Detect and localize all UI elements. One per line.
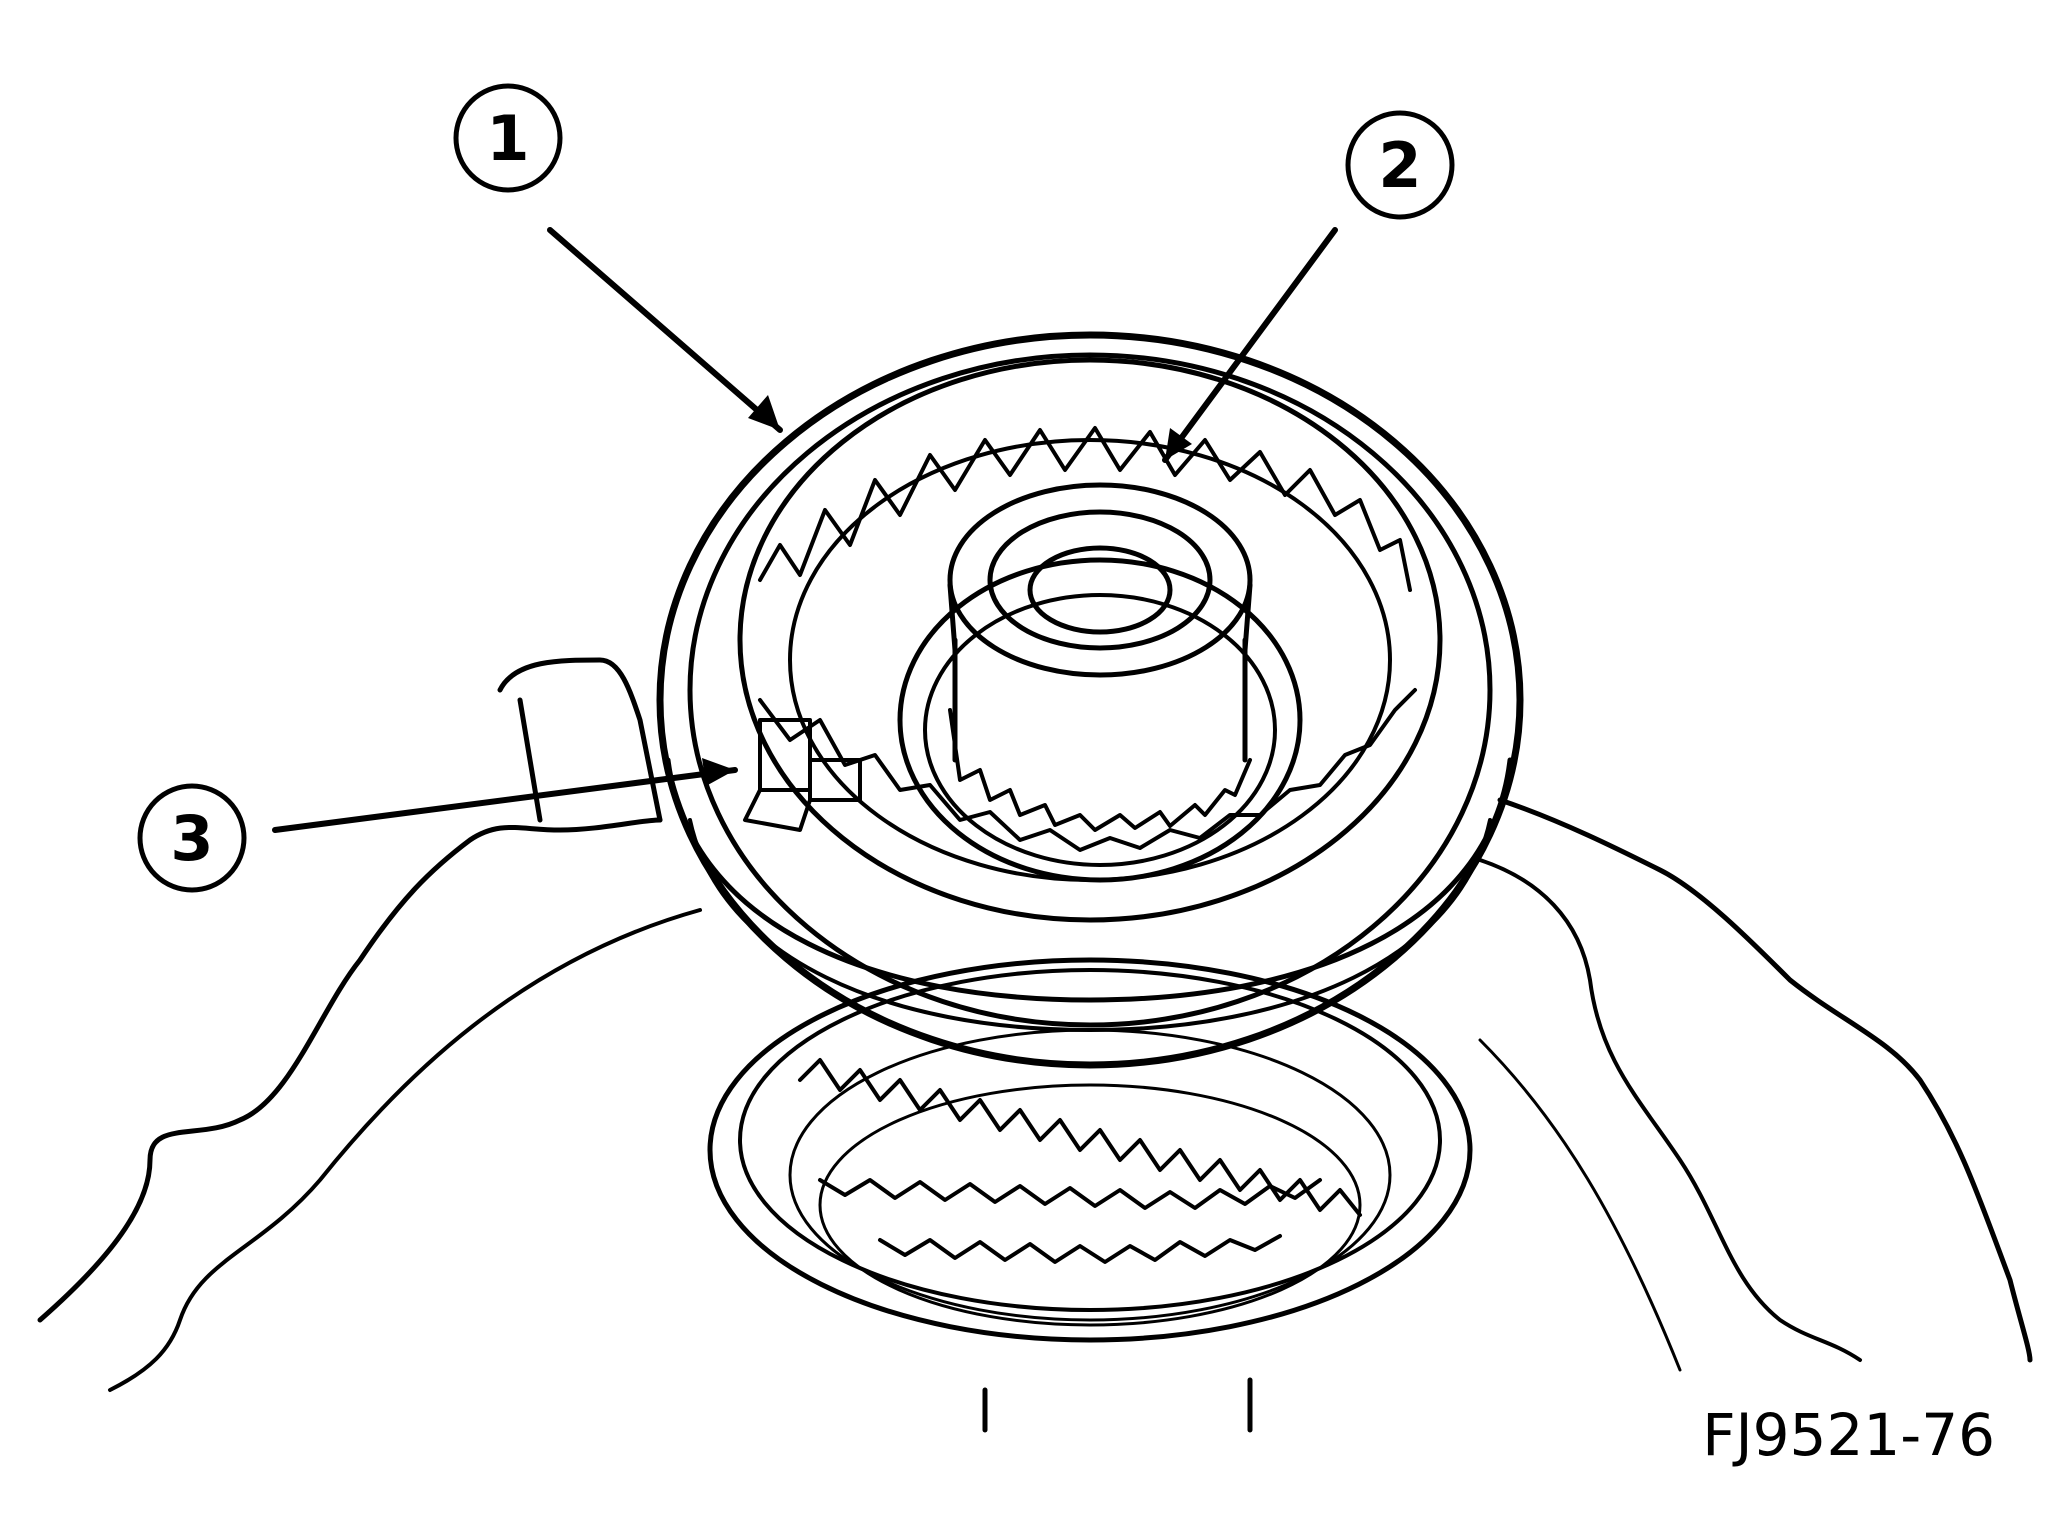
leader-arrowhead-1: [748, 395, 780, 430]
leader-arrowhead-3: [702, 758, 735, 786]
housing-outline-left: [37, 657, 702, 1392]
lower-gear-stack: [707, 957, 1473, 1433]
leader-lines: [272, 227, 1338, 833]
callout-2-label: 2: [1378, 129, 1421, 202]
leader-arrowhead-2: [1165, 428, 1192, 460]
synchronizer-strut: [743, 718, 862, 832]
callout-3: 3: [137, 783, 247, 893]
figure-id: FJ9521-76: [1702, 1401, 1995, 1469]
callout-1-label: 1: [486, 102, 529, 175]
callout-1: 1: [453, 83, 563, 193]
callout-3-label: 3: [170, 802, 213, 875]
synchronizer-hub: [897, 482, 1303, 883]
callout-2: 2: [1345, 110, 1455, 220]
synchronizer-sleeve: [656, 331, 1524, 1069]
housing-outline-right: [1478, 797, 2033, 1372]
